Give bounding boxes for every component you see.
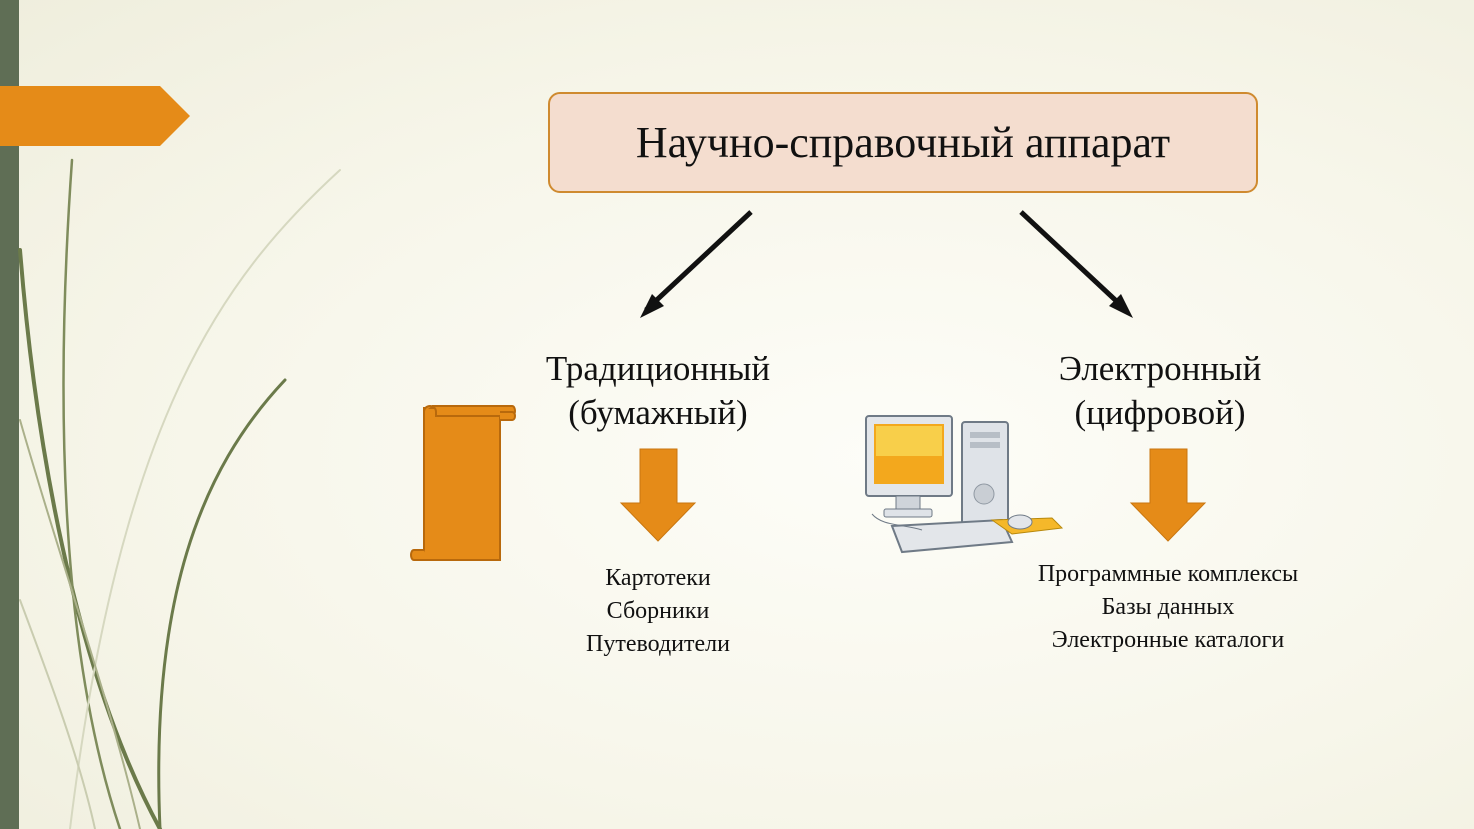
items-list-traditional: Картотеки Сборники Путеводители	[448, 562, 868, 661]
list-item: Картотеки	[605, 565, 711, 591]
branch-label-line2: (бумажный)	[568, 393, 748, 432]
list-item: Электронные каталоги	[1051, 627, 1285, 653]
orange-tab-arrow	[0, 86, 190, 146]
diagram-title-box: Научно-справочный аппарат	[548, 92, 1258, 193]
list-item: Путеводители	[586, 631, 730, 657]
branch-label-traditional: Традиционный (бумажный)	[478, 347, 838, 435]
arrow-right	[1019, 210, 1133, 318]
down-arrow-left	[619, 448, 697, 542]
branch-label-line1: Традиционный	[545, 349, 771, 388]
computer-icon	[865, 415, 1064, 554]
list-item: Сборники	[606, 598, 710, 624]
diagram-title: Научно-справочный аппарат	[635, 118, 1171, 167]
branch-label-line2: (цифровой)	[1074, 393, 1246, 432]
decorative-grass-lines	[18, 158, 341, 829]
branch-label-line1: Электронный	[1058, 349, 1262, 388]
list-item: Программные комплексы	[1037, 561, 1299, 587]
items-list-electronic: Программные комплексы Базы данных Электр…	[958, 558, 1378, 657]
scroll-icon	[410, 405, 516, 561]
list-item: Базы данных	[1101, 594, 1235, 620]
branch-label-electronic: Электронный (цифровой)	[980, 347, 1340, 435]
side-bar	[0, 0, 19, 829]
arrow-left	[640, 210, 753, 318]
down-arrow-right	[1129, 448, 1207, 542]
